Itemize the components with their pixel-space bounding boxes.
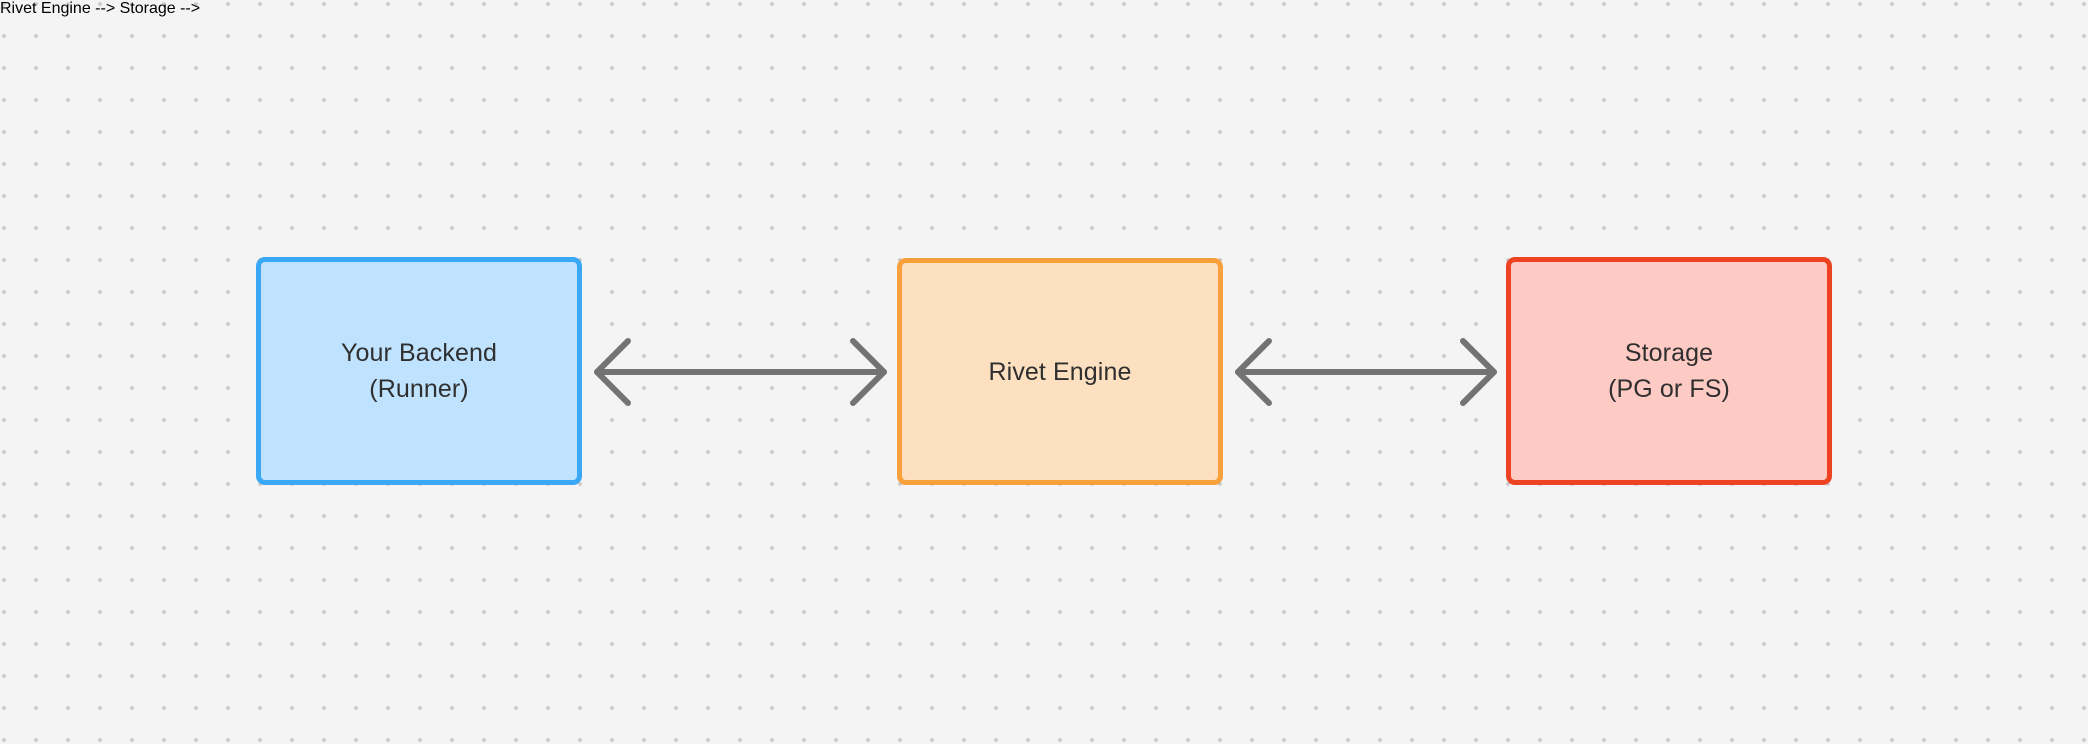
node-rivet-engine-line-1: Rivet Engine [988,357,1132,386]
arrowhead-left [594,338,631,406]
node-your-backend[interactable]: Your Backend (Runner) [256,257,582,485]
arrowhead-right [1460,338,1497,406]
node-storage[interactable]: Storage (PG or FS) [1506,257,1832,485]
node-rivet-engine[interactable]: Rivet Engine [897,258,1223,485]
edge-backend-engine-shape [594,338,887,406]
arrowhead-left [1235,338,1272,406]
node-your-backend-line-2: (Runner) [369,375,469,403]
edge-engine-storage-shape [1235,338,1497,406]
arrowhead-right [850,338,887,406]
node-storage-line-1: Storage [1624,339,1714,367]
node-your-backend-line-1: Your Backend [341,339,497,367]
node-storage-line-2: (PG or FS) [1608,375,1730,403]
